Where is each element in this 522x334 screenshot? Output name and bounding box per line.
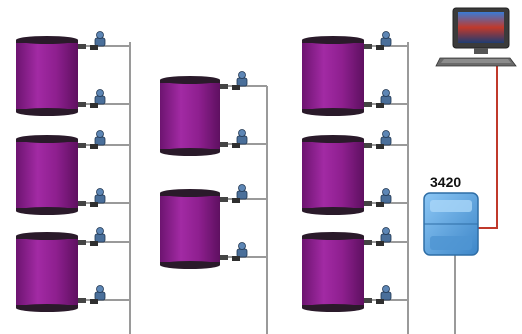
pressure-transmitter-icon[interactable] <box>90 227 106 247</box>
tank-nozzle <box>220 84 228 89</box>
pressure-transmitter-icon[interactable] <box>232 184 248 204</box>
controller-label: 3420 <box>430 174 461 190</box>
tank-nozzle <box>78 240 86 245</box>
pressure-transmitter-icon[interactable] <box>90 130 106 150</box>
tank-nozzle <box>364 201 372 206</box>
desktop-computer-icon[interactable] <box>435 7 517 67</box>
tank-nozzle <box>78 44 86 49</box>
storage-tank <box>302 135 364 215</box>
storage-tank <box>160 189 220 269</box>
pressure-transmitter-icon[interactable] <box>376 31 392 51</box>
pressure-transmitter-icon[interactable] <box>232 242 248 262</box>
tank-nozzle <box>364 298 372 303</box>
transmitter-group <box>90 31 392 305</box>
tank-nozzle <box>78 102 86 107</box>
tank-nozzle <box>364 44 372 49</box>
pressure-transmitter-icon[interactable] <box>90 89 106 109</box>
signal-wire <box>478 66 498 229</box>
tank-nozzle <box>364 102 372 107</box>
pressure-transmitter-icon[interactable] <box>232 71 248 91</box>
pressure-transmitter-icon[interactable] <box>90 285 106 305</box>
pressure-transmitter-icon[interactable] <box>376 227 392 247</box>
tank-nozzle <box>78 201 86 206</box>
tank-nozzle <box>78 298 86 303</box>
tank-nozzle <box>364 143 372 148</box>
pressure-transmitter-icon[interactable] <box>376 130 392 150</box>
tank-nozzle <box>220 197 228 202</box>
storage-tank <box>302 36 364 116</box>
storage-tank <box>160 76 220 156</box>
tank-nozzle <box>220 255 228 260</box>
tank-group <box>16 36 372 312</box>
pressure-transmitter-icon[interactable] <box>90 188 106 208</box>
pressure-transmitter-icon[interactable] <box>376 188 392 208</box>
pressure-transmitter-icon[interactable] <box>376 285 392 305</box>
controller-unit-icon[interactable] <box>423 192 479 256</box>
tank-nozzle <box>220 142 228 147</box>
tank-nozzle <box>78 143 86 148</box>
storage-tank <box>16 135 78 215</box>
pressure-transmitter-icon[interactable] <box>90 31 106 51</box>
storage-tank <box>16 36 78 116</box>
storage-tank <box>302 232 364 312</box>
pressure-transmitter-icon[interactable] <box>376 89 392 109</box>
pressure-transmitter-icon[interactable] <box>232 129 248 149</box>
storage-tank <box>16 232 78 312</box>
tank-nozzle <box>364 240 372 245</box>
